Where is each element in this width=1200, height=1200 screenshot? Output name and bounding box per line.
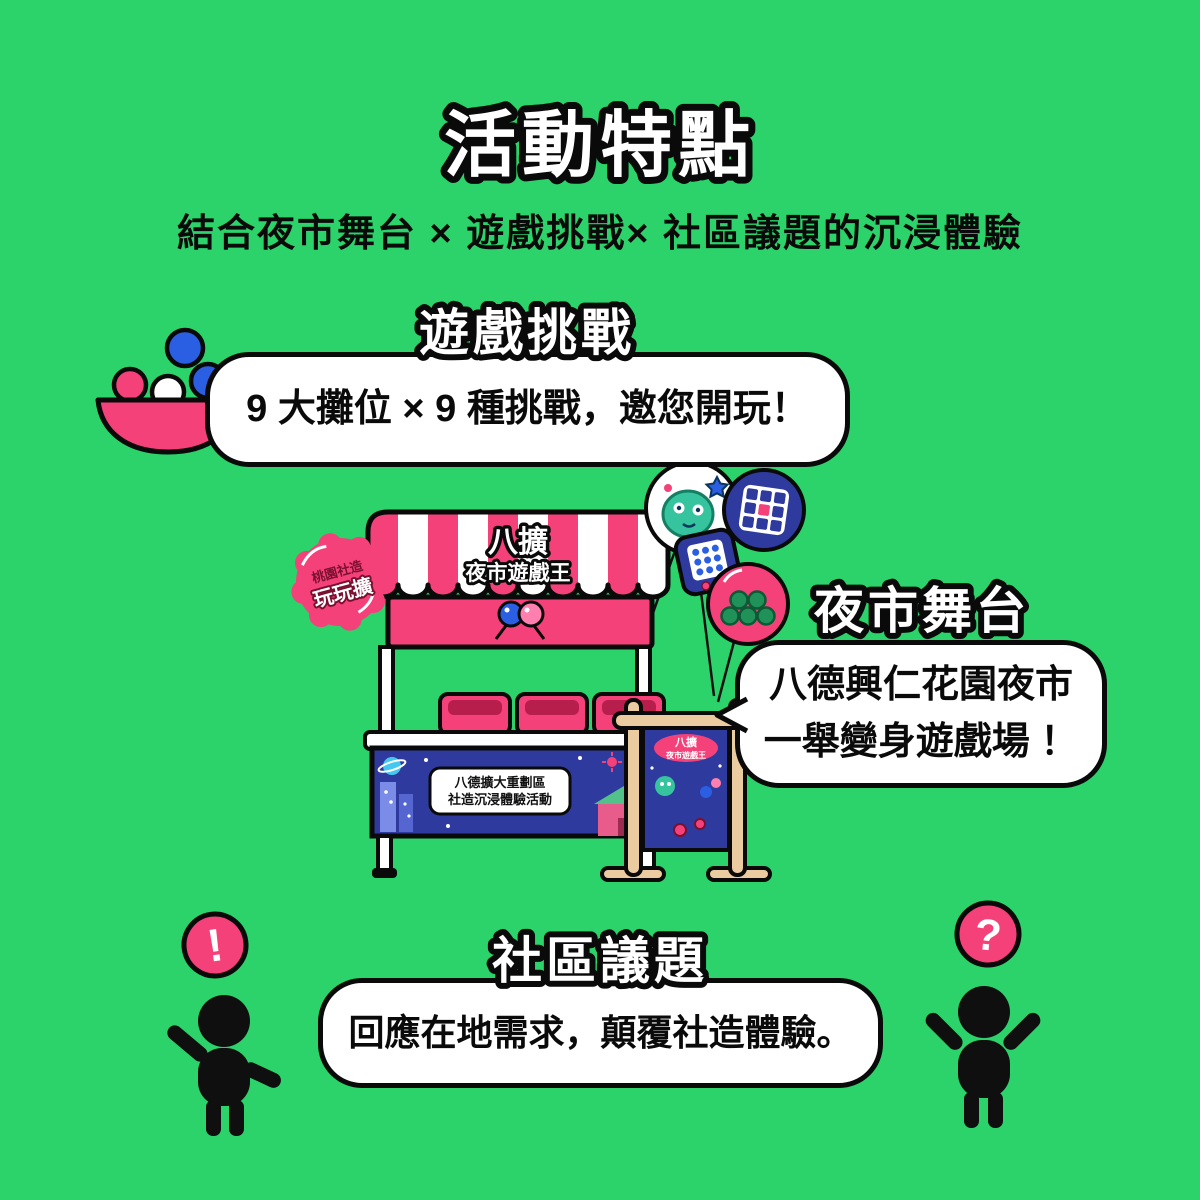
stall-trays <box>438 692 666 736</box>
sticker: 桃園社造 玩玩擴 <box>291 533 389 631</box>
game-heading: 遊戲挑戰 <box>419 305 635 361</box>
firework-icon <box>607 757 617 767</box>
stall-banner <box>428 766 572 816</box>
stall-sign-line2: 夜市遊戲王 <box>465 561 571 585</box>
person-left-illustration: ! <box>167 911 281 1136</box>
stall-banner-line2: 社造沉浸體驗活動 <box>447 792 552 807</box>
night-market-stall-illustration: 八擴 夜市遊戲王 <box>291 460 806 882</box>
poster-line1: 八擴 <box>674 735 697 749</box>
stall-valance <box>385 594 655 650</box>
stall-front-panel: 八德擴大重劃區 社造沉浸體驗活動 <box>369 745 663 839</box>
community-heading: 社區議題 <box>492 933 708 989</box>
stage-bubble-line2: 一舉變身遊戲場 ！ <box>763 721 1079 763</box>
stage-bubble-tail <box>714 696 749 734</box>
page-title-block: 活動特點 <box>437 99 757 193</box>
page-title: 活動特點 <box>444 106 756 186</box>
exclamation-badge: ! <box>181 911 249 979</box>
person-right <box>925 986 1041 1128</box>
community-bubble-text: 回應在地需求，顛覆社造體驗。 <box>348 1012 853 1053</box>
stall-awning: 八擴 夜市遊戲王 <box>365 509 671 600</box>
star-icon <box>704 474 730 499</box>
stall-pole-left <box>378 645 395 737</box>
green-character-icon <box>661 489 715 539</box>
poster-character-icon <box>655 776 675 796</box>
badge-cups <box>706 562 790 646</box>
question-mark: ? <box>972 910 1004 962</box>
game-heading-block: 遊戲挑戰 <box>413 299 637 367</box>
stage-bubble: 八德興仁花園夜市 一舉變身遊戲場 ！ <box>714 640 1107 788</box>
person-left <box>167 995 281 1136</box>
page-subtitle: 結合夜市舞台 × 遊戲挑戰× 社區議題的沉浸體驗 <box>176 213 1024 255</box>
stage-bubble-line1: 八德興仁花園夜市 <box>768 664 1073 706</box>
stage-heading-block: 夜市舞台 <box>807 577 1032 645</box>
person-right-illustration: ? <box>925 900 1041 1128</box>
badge-bingo <box>722 468 806 552</box>
question-badge: ? <box>954 900 1022 968</box>
game-bubble-text: 9 大攤位 × 9 種挑戰，邀您開玩！ <box>246 388 809 430</box>
stall-banner-line1: 八德擴大重劃區 <box>453 775 545 790</box>
building-icon <box>380 782 396 832</box>
stage-heading: 夜市舞台 <box>813 583 1030 639</box>
balloon-pink <box>517 600 545 628</box>
exclamation-mark: ! <box>204 918 226 972</box>
community-bubble: 回應在地需求，顛覆社造體驗。 <box>318 978 883 1088</box>
community-heading-block: 社區議題 <box>486 927 710 995</box>
ball-pink <box>111 366 149 404</box>
game-bubble: 9 大攤位 × 9 種挑戰，邀您開玩！ <box>205 352 850 467</box>
poster-line2: 夜市遊戲王 <box>665 750 706 760</box>
stall-sign-line1: 八擴 <box>488 525 548 559</box>
ball-blue-top <box>164 327 206 369</box>
